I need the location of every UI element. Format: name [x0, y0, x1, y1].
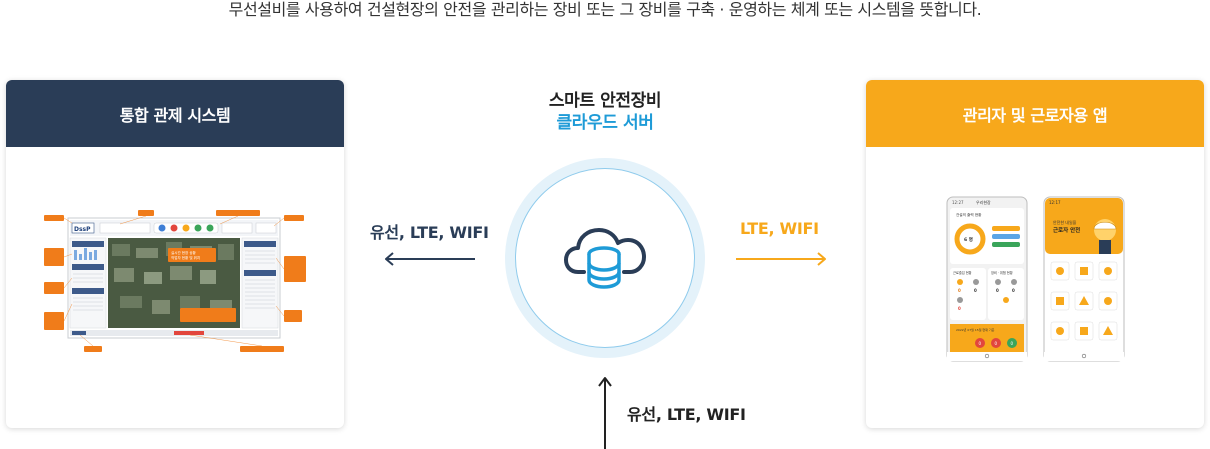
cloud-server-title: 스마트 안전장비 클라우드 서버	[455, 90, 755, 134]
manager-app-phone: 12:27 우리현장 건설의 출력 현황 6 명 근로출입 현황 장비 · 위험…	[946, 196, 1028, 362]
phone1-footer-note: 2022년 07월 15일 현재 기준	[956, 327, 995, 332]
arrow-up-icon	[598, 377, 612, 449]
cloud-database-icon	[564, 228, 646, 289]
phone1-header: 우리현장	[976, 199, 991, 205]
arrow-right-icon	[736, 252, 826, 266]
dashboard-screenshot: DssP 실시간 현장 상황 작업자 현황 및 위치	[44, 210, 306, 352]
integrated-control-title: 통합 관제 시스템	[6, 80, 344, 147]
phone1-count-3: 0	[996, 288, 999, 293]
phone1-big-value: 6 명	[964, 236, 973, 243]
phone2-status-time: 12:17	[1049, 200, 1061, 205]
phone2-title: 근로자 안전	[1053, 226, 1080, 234]
phone1-status-time: 12:27	[952, 200, 964, 205]
dashboard-logo: DssP	[74, 226, 91, 233]
map-note-1: 실시간 현장 상황	[171, 250, 197, 255]
app-panel: 관리자 및 근로자용 앱	[866, 80, 1204, 428]
phone1-card-title: 건설의 출력 현황	[956, 212, 982, 217]
connection-label-right: LTE, WIFI	[740, 219, 819, 238]
map-note-2: 작업자 현황 및 위치	[171, 255, 200, 260]
arrow-left-icon	[385, 252, 475, 266]
phone2-greeting: 안전한 내일을	[1053, 219, 1077, 225]
phone1-count-2: 0	[974, 288, 977, 293]
cloud-server-title-line2: 클라우드 서버	[556, 113, 654, 133]
app-panel-title: 관리자 및 근로자용 앱	[866, 80, 1204, 147]
phone1-section1: 근로출입 현황	[953, 270, 972, 275]
worker-app-phone: 12:17 안전한 내일을 근로자 안전	[1043, 196, 1125, 362]
phone1-count-5: 0	[958, 306, 961, 311]
connection-label-left: 유선, LTE, WIFI	[370, 223, 489, 242]
cloud-server-title-line1: 스마트 안전장비	[548, 91, 662, 111]
connection-label-bottom: 유선, LTE, WIFI	[627, 405, 746, 424]
phone1-count-1: 0	[958, 288, 961, 293]
phone1-footer-value-3: 0	[1011, 341, 1014, 346]
phone1-section2: 장비 · 위험 현황	[991, 270, 1013, 275]
phone1-footer-value-1: 0	[979, 341, 982, 346]
phone1-count-4: 0	[1012, 288, 1015, 293]
phone1-footer-value-2: 0	[995, 341, 998, 346]
intro-text: 무선설비를 사용하여 건설현장의 안전을 관리하는 장비 또는 그 장비를 구축…	[228, 0, 982, 19]
